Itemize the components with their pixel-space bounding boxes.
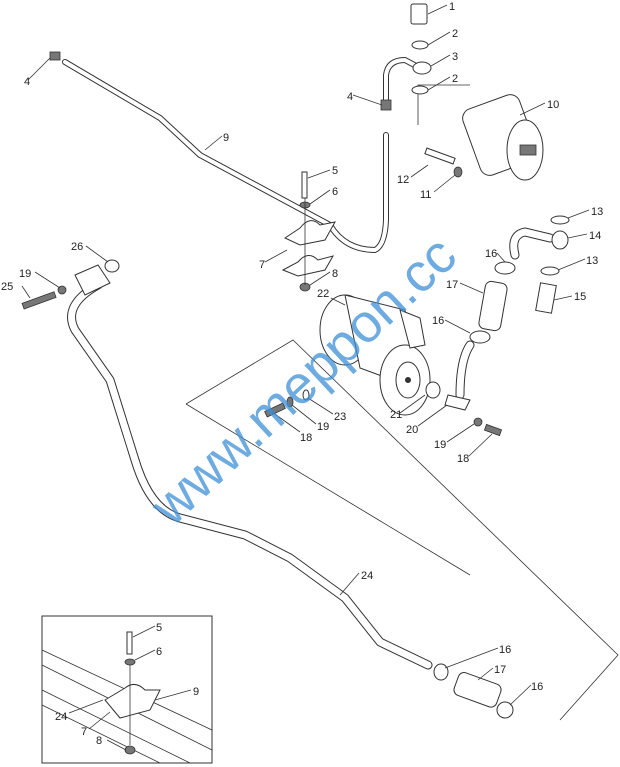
callout: 2 (452, 73, 458, 85)
bolt-18 (264, 402, 286, 418)
callout-labels: 1 2 3 2 4 4 10 9 5 6 12 11 13 14 26 16 1… (1, 1, 603, 747)
callout: 16 (531, 681, 543, 693)
assembly-frame (185, 403, 471, 576)
hose-17b (453, 672, 502, 708)
clamp-19 (74, 264, 111, 296)
clamp-16c (433, 663, 449, 681)
callout: 4 (24, 76, 30, 88)
banjo-3 (412, 61, 432, 75)
cap-26 (104, 259, 120, 273)
oring-21 (425, 381, 441, 399)
clamp-7b (281, 255, 335, 277)
callout: 16 (485, 248, 497, 260)
callout: 9 (223, 132, 229, 144)
tube-24 (67, 280, 433, 670)
callout: 18 (300, 432, 312, 444)
washer-19b (473, 417, 483, 427)
washer-11 (453, 166, 463, 178)
oring-13 (550, 215, 570, 225)
bolt-18b (483, 423, 503, 437)
callout: 17 (446, 279, 458, 291)
inset-detail (41, 615, 213, 764)
callout: 8 (332, 268, 338, 280)
callout: 13 (591, 206, 603, 218)
bolt-12 (424, 147, 456, 165)
callout: 5 (156, 622, 162, 634)
callout: 13 (586, 255, 598, 267)
washer-2b (411, 85, 429, 95)
pump-10 (462, 94, 544, 181)
callout: 17 (494, 664, 506, 676)
washer-2 (411, 40, 429, 50)
oring-13b (540, 266, 560, 276)
callout: 23 (334, 411, 346, 423)
motor-22 (319, 294, 431, 416)
callout: 5 (332, 165, 338, 177)
callout: 19 (19, 268, 31, 280)
washer-23 (302, 389, 310, 401)
clamp-16 (494, 261, 516, 275)
callout: 20 (406, 424, 418, 436)
hose-14 (509, 227, 555, 260)
callout: 21 (390, 409, 402, 421)
callout: 12 (397, 174, 409, 186)
callout: 19 (317, 421, 329, 433)
tube-9 (62, 59, 389, 253)
clamp-16b (469, 330, 491, 344)
leader-lines (21, 4, 590, 751)
plug-1 (410, 3, 428, 25)
clamp-16d (496, 701, 514, 719)
callout: 2 (452, 28, 458, 40)
callout: 1 (449, 1, 455, 13)
callout: 6 (332, 186, 338, 198)
flange-20 (444, 394, 471, 411)
bolt-5 (301, 171, 308, 199)
callout: 8 (96, 735, 102, 747)
fitting-15 (535, 282, 557, 314)
callout: 24 (361, 570, 373, 582)
callout: 15 (574, 291, 586, 303)
callout: 25 (1, 281, 13, 293)
callout: 26 (71, 241, 83, 253)
elbow-20 (455, 340, 475, 400)
callout: 16 (499, 644, 511, 656)
assembly-frame (185, 339, 619, 721)
pump-frame (417, 84, 470, 125)
banjo-14 (551, 230, 569, 250)
callout: 16 (432, 315, 444, 327)
callout: 14 (589, 230, 601, 242)
pipe-3 (383, 57, 423, 103)
callout: 18 (457, 453, 469, 465)
callout: 3 (452, 51, 458, 63)
callout: 7 (81, 726, 87, 738)
callout: 6 (156, 646, 162, 658)
callout: 11 (420, 189, 431, 201)
callout: 4 (347, 91, 353, 103)
callout: 24 (55, 711, 67, 723)
clamp-7 (283, 220, 336, 246)
callout: 10 (547, 99, 559, 111)
callout: 7 (259, 259, 265, 271)
hose-17 (478, 280, 508, 332)
callout: 22 (317, 288, 329, 300)
washer-19 (286, 396, 294, 408)
fitting-4 (49, 51, 61, 61)
callout: 19 (434, 439, 446, 451)
fitting-4b (380, 99, 392, 111)
callout: 9 (193, 686, 199, 698)
bolt-25 (21, 291, 57, 310)
